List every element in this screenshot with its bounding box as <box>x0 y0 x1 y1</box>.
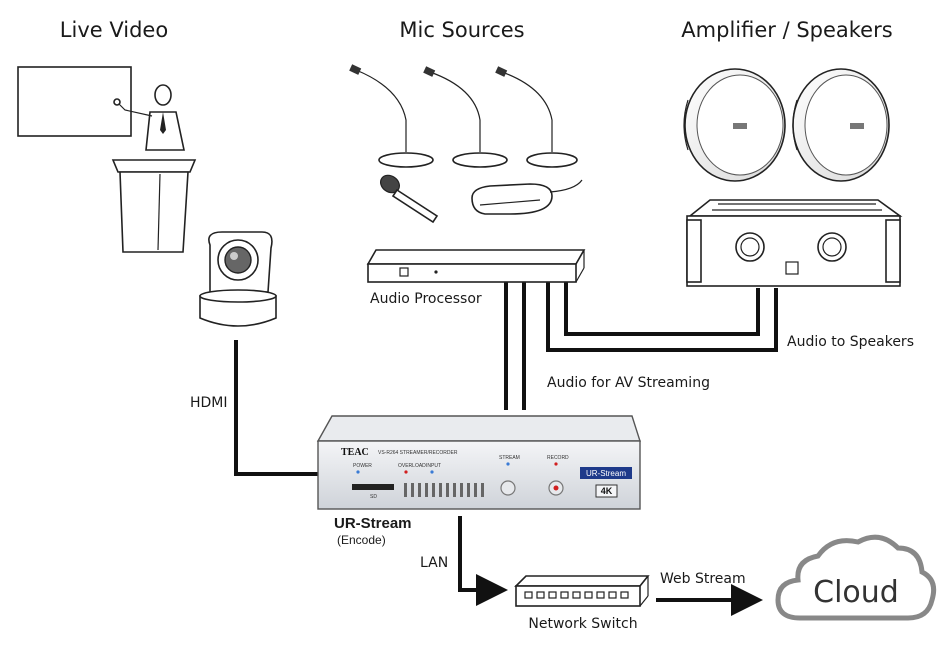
mic-sources-heading: Mic Sources <box>399 18 524 42</box>
resolution-badge <box>595 484 618 498</box>
record-button-label: RECORD <box>547 455 569 461</box>
sd-card-slot <box>352 484 394 490</box>
input-led <box>430 470 434 474</box>
power-indicator-label: POWER <box>353 463 372 469</box>
ptz-camera-icon <box>199 231 277 327</box>
cloud-icon <box>775 534 937 621</box>
live-video-heading: Live Video <box>60 18 168 42</box>
lan-cable <box>458 516 508 606</box>
overload-led <box>404 470 408 474</box>
resolution-text: 4K <box>601 486 613 496</box>
ur-stream-label: UR-Stream <box>334 515 412 532</box>
amplifier-icon <box>686 199 903 287</box>
boundary-mic-icon <box>471 179 583 215</box>
web-stream-label: Web Stream <box>660 571 746 587</box>
ur-stream-device: TEAC VS-R264 STREAMER/RECORDER POWER OVE… <box>316 415 641 510</box>
device-badge <box>580 467 632 479</box>
sd-label: SD <box>370 494 377 500</box>
input-indicator-label: INPUT <box>426 463 441 469</box>
audio-to-speakers-label: Audio to Speakers <box>787 334 914 350</box>
amplifier-speakers-heading: Amplifier / Speakers <box>681 18 892 42</box>
device-model: VS-R264 STREAMER/RECORDER <box>378 450 458 456</box>
audio-for-av-label: Audio for AV Streaming <box>547 375 710 391</box>
cloud-label: Cloud <box>813 575 899 610</box>
power-led <box>356 470 360 474</box>
ceiling-speaker-1-icon <box>683 68 786 182</box>
network-switch-icon <box>514 575 650 607</box>
hdmi-cable <box>234 340 318 476</box>
gooseneck-mic-3-icon <box>495 66 578 168</box>
lan-label: LAN <box>420 555 448 571</box>
speaker-cable-inner <box>564 282 760 336</box>
handheld-mic-icon <box>380 174 439 224</box>
device-badge-text: UR-Stream <box>586 469 626 478</box>
hdmi-label: HDMI <box>190 395 228 411</box>
stream-button <box>500 480 516 496</box>
ur-stream-sublabel: (Encode) <box>337 533 386 547</box>
gooseneck-mic-2-icon <box>423 66 508 168</box>
stream-led <box>506 462 510 466</box>
presentation-screen-icon <box>17 66 132 137</box>
network-switch-label: Network Switch <box>528 616 637 632</box>
audio-processor-icon <box>366 249 586 283</box>
overload-indicator-label: OVERLOAD <box>398 463 426 469</box>
stream-button-label: STREAM <box>499 455 520 461</box>
input-level-meter <box>404 483 484 497</box>
audio-processor-label: Audio Processor <box>370 291 482 307</box>
gooseneck-mic-1-icon <box>349 64 434 168</box>
record-led <box>554 462 558 466</box>
device-brand: TEAC <box>341 447 369 458</box>
speaker-cable-outer <box>546 282 778 352</box>
podium-icon <box>111 159 197 253</box>
ceiling-speaker-2-icon <box>792 68 890 182</box>
presenter-icon <box>113 84 185 151</box>
